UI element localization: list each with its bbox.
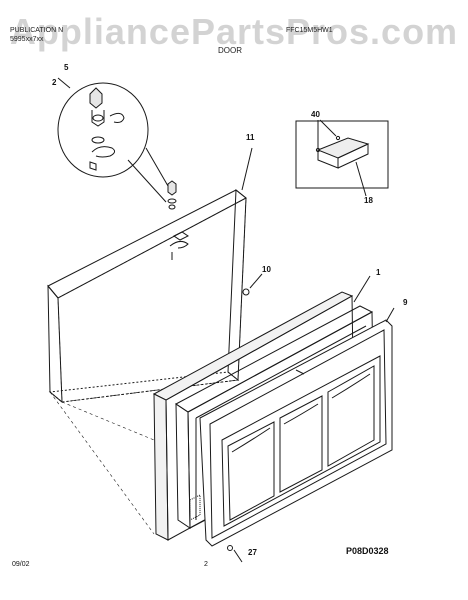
footer-date: 09/02 — [12, 561, 30, 568]
footer-page-number: 2 — [204, 561, 208, 568]
callout-9: 9 — [403, 298, 408, 307]
hinge-parts-detail-circle — [57, 77, 169, 203]
callout-5: 5 — [64, 63, 69, 72]
hinge-hardware — [167, 180, 189, 260]
callout-1: 1 — [376, 268, 381, 277]
assembly-guide-lines — [49, 391, 155, 535]
callout-10: 10 — [262, 265, 271, 274]
callout-27: 27 — [248, 548, 257, 557]
door-gasket-frame — [47, 147, 253, 404]
section-title: DOOR — [218, 46, 242, 55]
publication-label: PUBLICATION N — [10, 27, 64, 34]
outer-door-panel — [152, 275, 371, 541]
latch-detail-box — [295, 119, 389, 197]
watermark-text: AppliancePartsPros.com — [9, 11, 459, 52]
door-front-frame — [189, 307, 395, 563]
screw-item-10 — [242, 273, 263, 296]
figure-code: P08D0328 — [346, 546, 389, 556]
publication-value: 5995xx7xx — [10, 36, 44, 43]
model-label: FFC15M5HW1 — [286, 27, 333, 34]
callout-18: 18 — [364, 196, 373, 205]
callout-2: 2 — [52, 78, 57, 87]
callout-11: 11 — [246, 133, 255, 142]
callout-40: 40 — [311, 110, 320, 119]
